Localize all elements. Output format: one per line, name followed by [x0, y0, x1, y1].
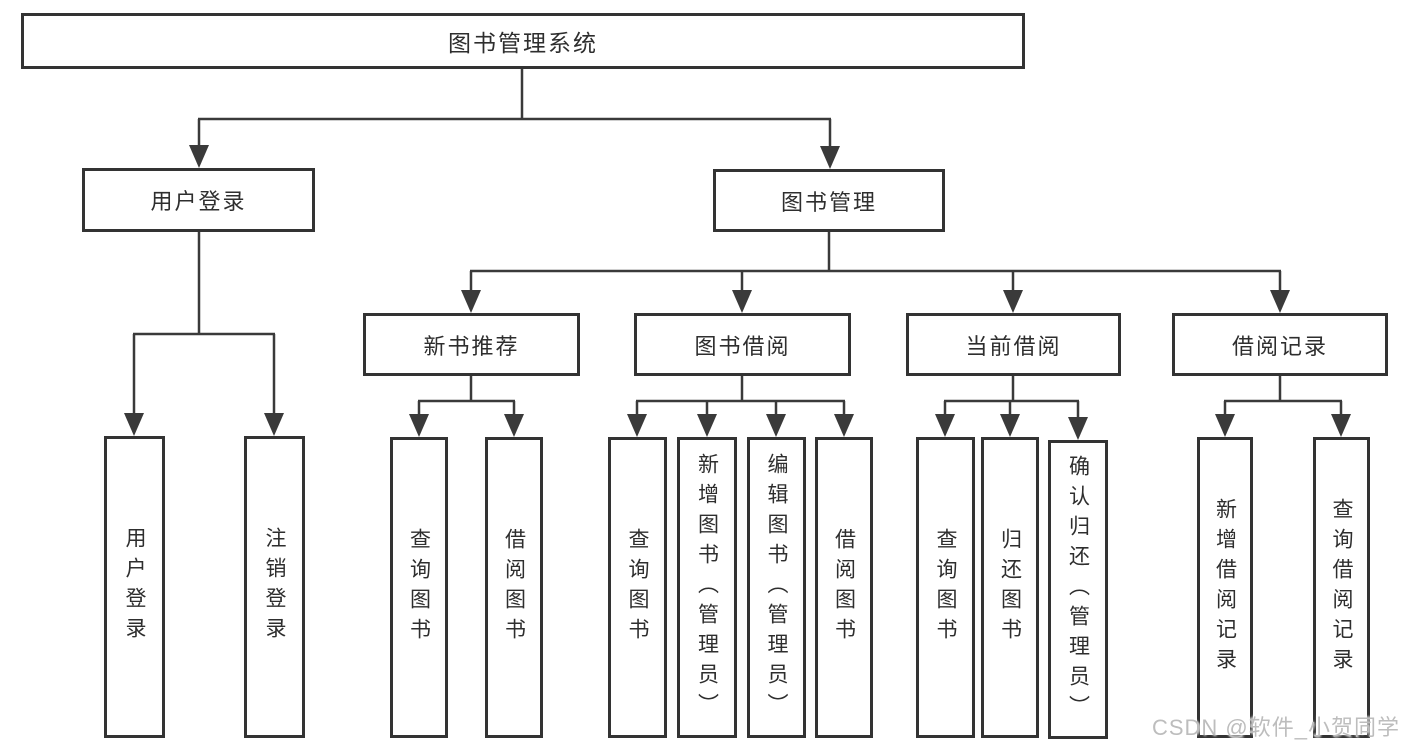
leaf-confirm-return-admin: 确认归还（管理员）: [1048, 440, 1108, 739]
leaf-query-books-borrowing: 查询图书: [608, 437, 667, 738]
leaf-borrow-books-borrowing: 借阅图书: [815, 437, 873, 738]
leaf-query-books-current: 查询图书: [916, 437, 975, 738]
leaf-query-books-recommend: 查询图书: [390, 437, 448, 738]
node-borrowing-records: 借阅记录: [1172, 313, 1388, 376]
node-library-system: 图书管理系统: [21, 13, 1025, 69]
leaf-borrow-books-recommend: 借阅图书: [485, 437, 543, 738]
node-book-borrowing: 图书借阅: [634, 313, 851, 376]
leaf-edit-books-admin: 编辑图书（管理员）: [747, 437, 806, 738]
csdn-watermark: CSDN @软件_小贺同学: [1151, 715, 1400, 740]
leaf-query-borrow-record: 查询借阅记录: [1313, 437, 1370, 738]
leaf-add-books-admin: 新增图书（管理员）: [677, 437, 737, 738]
node-current-borrowing: 当前借阅: [906, 313, 1121, 376]
node-user-login: 用户登录: [82, 168, 315, 232]
node-book-management: 图书管理: [713, 169, 945, 232]
node-new-book-recommend: 新书推荐: [363, 313, 580, 376]
leaf-user-login: 用户登录: [104, 436, 165, 738]
leaf-logout-login: 注销登录: [244, 436, 305, 738]
leaf-return-books: 归还图书: [981, 437, 1039, 738]
leaf-add-borrow-record: 新增借阅记录: [1197, 437, 1253, 738]
